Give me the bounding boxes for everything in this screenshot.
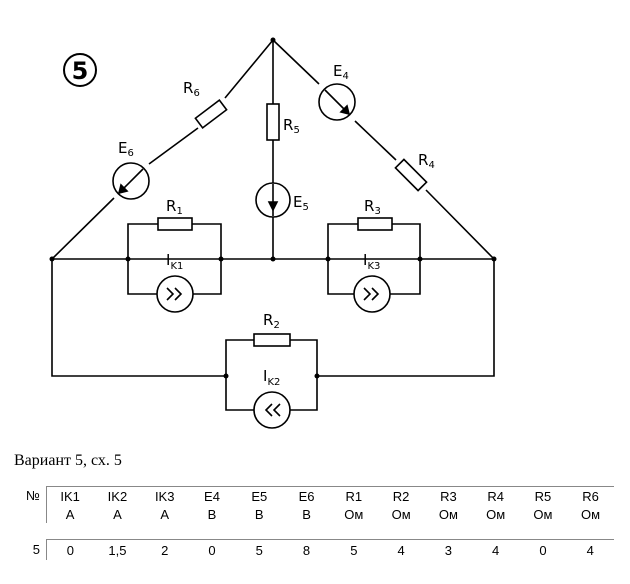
label-r3: R3 bbox=[364, 197, 381, 217]
node bbox=[314, 373, 320, 379]
value-cell: 4 bbox=[566, 539, 614, 560]
variant-caption: Вариант 5, сх. 5 bbox=[14, 452, 122, 469]
header-cell: IK3 bbox=[140, 486, 189, 505]
label-r6: R6 bbox=[183, 79, 200, 99]
label-ik3: IK3 bbox=[363, 251, 380, 272]
current-source-ik3 bbox=[353, 275, 391, 313]
value-cell: 2 bbox=[141, 539, 189, 560]
header-cell: E6 bbox=[282, 486, 331, 505]
circuit-diagram: 5 R6 E6 R5 E5 E4 R4 R1 R3 IK1 IK3 R2 IK2 bbox=[49, 37, 497, 429]
value-cell: 4 bbox=[472, 539, 520, 560]
header-cell: R5 bbox=[518, 486, 567, 505]
resistor-r3 bbox=[357, 217, 393, 231]
node-left bbox=[49, 256, 55, 262]
unit-cell: Ом bbox=[471, 505, 520, 523]
header-cell: R6 bbox=[566, 486, 614, 505]
parameters-table: № IK1 IK2 IK3 E4 E5 E6 R1 R2 R3 R4 R5 R6… bbox=[10, 486, 614, 560]
node-top bbox=[270, 37, 276, 43]
value-cell: 8 bbox=[282, 539, 331, 560]
resistor-r5 bbox=[266, 103, 280, 141]
label-ik2: IK2 bbox=[263, 367, 280, 388]
value-cell: 0 bbox=[45, 539, 94, 560]
value-cell: 5 bbox=[235, 539, 283, 560]
value-cell: 3 bbox=[424, 539, 473, 560]
label-ik1: IK1 bbox=[166, 251, 183, 272]
unit-cell: B bbox=[187, 505, 236, 523]
emf-source-e6 bbox=[112, 162, 150, 200]
unit-cell: A bbox=[93, 505, 142, 523]
resistor-r2 bbox=[253, 333, 291, 347]
resistor-r1 bbox=[157, 217, 193, 231]
unit-cell: Ом bbox=[376, 505, 425, 523]
value-cell: 0 bbox=[188, 539, 236, 560]
label-e4: E4 bbox=[333, 62, 349, 82]
unit-cell: Ом bbox=[424, 505, 473, 523]
node bbox=[417, 256, 423, 262]
unit-cell: A bbox=[45, 505, 94, 523]
scheme-number: 5 bbox=[72, 57, 89, 85]
value-cell: 5 bbox=[330, 539, 378, 560]
unit-cell: A bbox=[140, 505, 189, 523]
header-cell: R2 bbox=[376, 486, 425, 505]
node-right bbox=[491, 256, 497, 262]
current-source-ik2 bbox=[253, 391, 291, 429]
unit-cell: B bbox=[235, 505, 283, 523]
label-e6: E6 bbox=[118, 139, 134, 159]
table-units-row: A A A B B B Ом Ом Ом Ом Ом Ом bbox=[10, 505, 614, 523]
table-header-row: № IK1 IK2 IK3 E4 E5 E6 R1 R2 R3 R4 R5 R6 bbox=[10, 486, 614, 505]
row-number: 5 bbox=[32, 542, 40, 558]
node bbox=[223, 373, 229, 379]
header-cell: R1 bbox=[329, 486, 378, 505]
unit-cell: Ом bbox=[566, 505, 614, 523]
value-cell: 0 bbox=[519, 539, 567, 560]
unit-cell: B bbox=[282, 505, 331, 523]
header-cell: E4 bbox=[187, 486, 236, 505]
table-row: 5 0 1,5 2 0 5 8 5 4 3 4 0 4 bbox=[10, 539, 614, 560]
current-source-ik1 bbox=[156, 275, 194, 313]
node bbox=[218, 256, 224, 262]
label-r1: R1 bbox=[166, 197, 183, 217]
header-cell: IK1 bbox=[45, 486, 94, 505]
header-cell: R4 bbox=[471, 486, 520, 505]
unit-cell: Ом bbox=[518, 505, 567, 523]
scheme-number-circle bbox=[63, 53, 97, 87]
header-cell: IK2 bbox=[93, 486, 142, 505]
label-e5: E5 bbox=[293, 193, 309, 213]
value-cell: 1,5 bbox=[93, 539, 142, 560]
node bbox=[325, 256, 331, 262]
unit-cell: Ом bbox=[329, 505, 378, 523]
label-r4: R4 bbox=[418, 151, 435, 171]
header-cell: R3 bbox=[424, 486, 473, 505]
node bbox=[125, 256, 131, 262]
label-r2: R2 bbox=[263, 311, 280, 331]
node-center bbox=[270, 256, 276, 262]
emf-source-e4 bbox=[318, 83, 356, 121]
emf-source-e5 bbox=[255, 182, 291, 218]
value-cell: 4 bbox=[377, 539, 425, 560]
resistor-r6 bbox=[194, 99, 228, 129]
label-r5: R5 bbox=[283, 116, 300, 136]
num-header: № bbox=[26, 488, 40, 504]
resistor-r4 bbox=[394, 158, 428, 192]
header-cell: E5 bbox=[235, 486, 283, 505]
